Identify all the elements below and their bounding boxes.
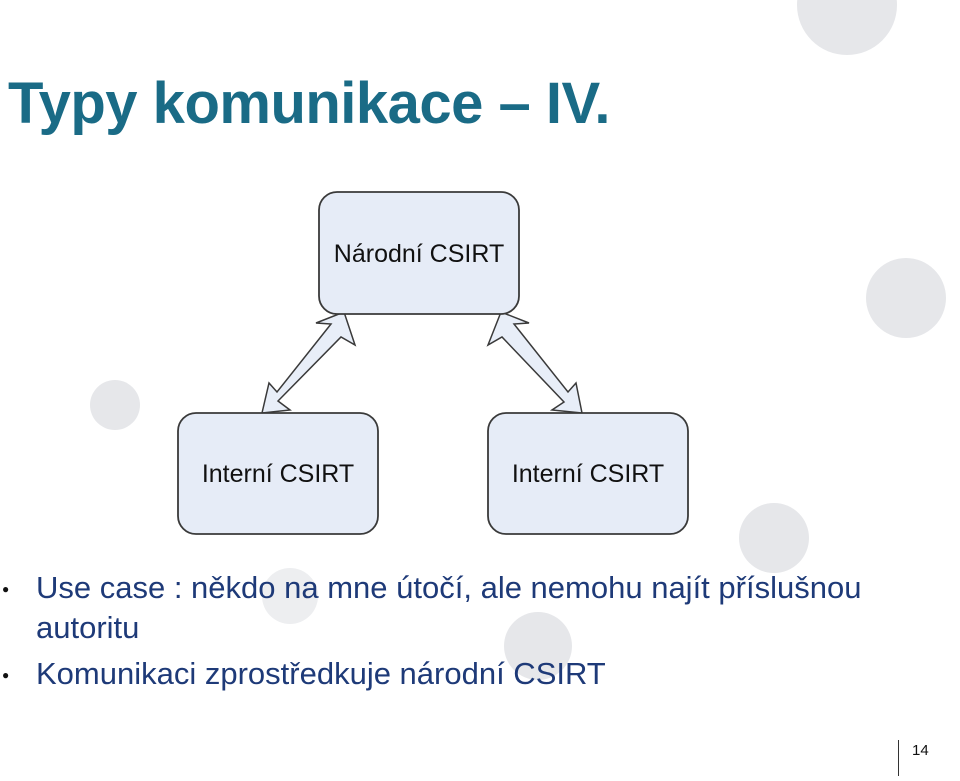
arrow-top-left xyxy=(261,311,357,414)
decorative-circle xyxy=(739,503,809,573)
node-left: Interní CSIRT xyxy=(177,412,379,535)
bullet-list: Use case : někdo na mne útočí, ale nemoh… xyxy=(0,568,960,700)
bullet-item: Komunikaci zprostředkuje národní CSIRT xyxy=(0,654,960,695)
node-label: Národní CSIRT xyxy=(334,240,504,268)
page-number: 14 xyxy=(912,742,929,759)
node-label: Interní CSIRT xyxy=(512,460,664,488)
node-right: Interní CSIRT xyxy=(487,412,689,535)
decorative-circle xyxy=(866,258,946,338)
csirt-diagram: Národní CSIRT Interní CSIRT Interní CSIR… xyxy=(177,191,689,535)
decorative-circle xyxy=(90,380,140,430)
slide-title: Typy komunikace – IV. xyxy=(8,71,611,136)
node-label: Interní CSIRT xyxy=(202,460,354,488)
arrow-top-right xyxy=(486,311,583,414)
bullet-item: Use case : někdo na mne útočí, ale nemoh… xyxy=(0,568,960,648)
node-top: Národní CSIRT xyxy=(318,191,520,315)
page-number-divider xyxy=(898,740,899,776)
